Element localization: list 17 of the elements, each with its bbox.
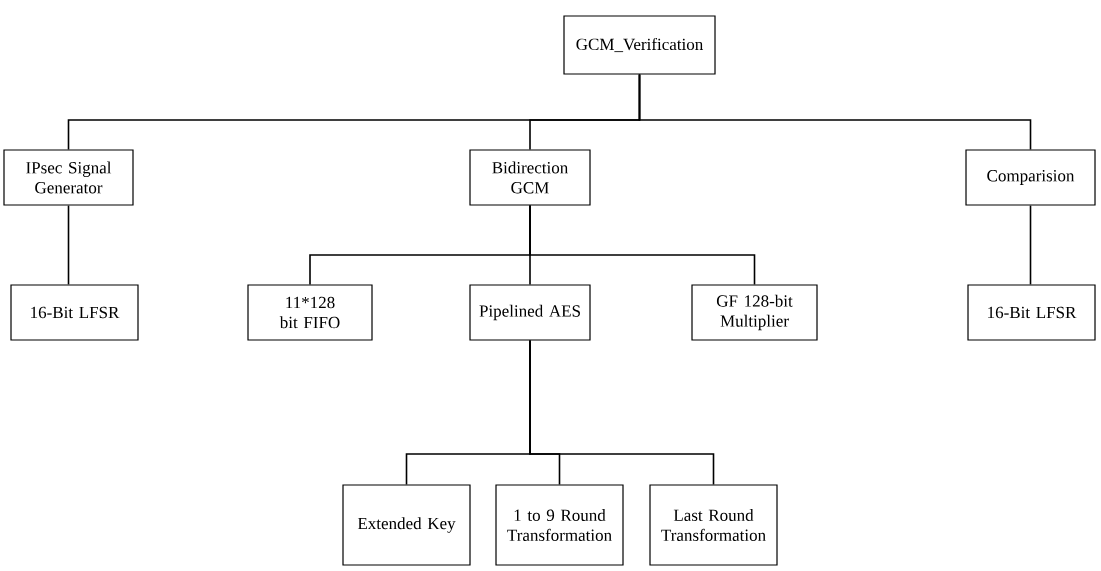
process-box: IPsec Signal Generator [3, 149, 134, 206]
process-box: 1 to 9 Round Transformation [495, 484, 624, 566]
connector-line [67, 204, 70, 286]
process-box: GCM_Verification [563, 15, 716, 75]
process-box: 16-Bit LFSR [967, 284, 1096, 341]
connector-line [1029, 204, 1032, 286]
process-box: Bidirection GCM [469, 149, 591, 206]
process-box: 11*128 bit FIFO [247, 284, 373, 341]
process-box: Pipelined AES [469, 284, 591, 341]
process-box: Extended Key [342, 484, 471, 566]
process-box: 16-Bit LFSR [10, 284, 139, 341]
process-box: Comparision [965, 149, 1096, 206]
process-box: Last Round Transformation [649, 484, 778, 566]
process-box: GF 128-bit Multiplier [691, 284, 818, 341]
connector-line [529, 339, 715, 486]
connector-line [638, 73, 1032, 151]
connector-line [529, 204, 756, 286]
